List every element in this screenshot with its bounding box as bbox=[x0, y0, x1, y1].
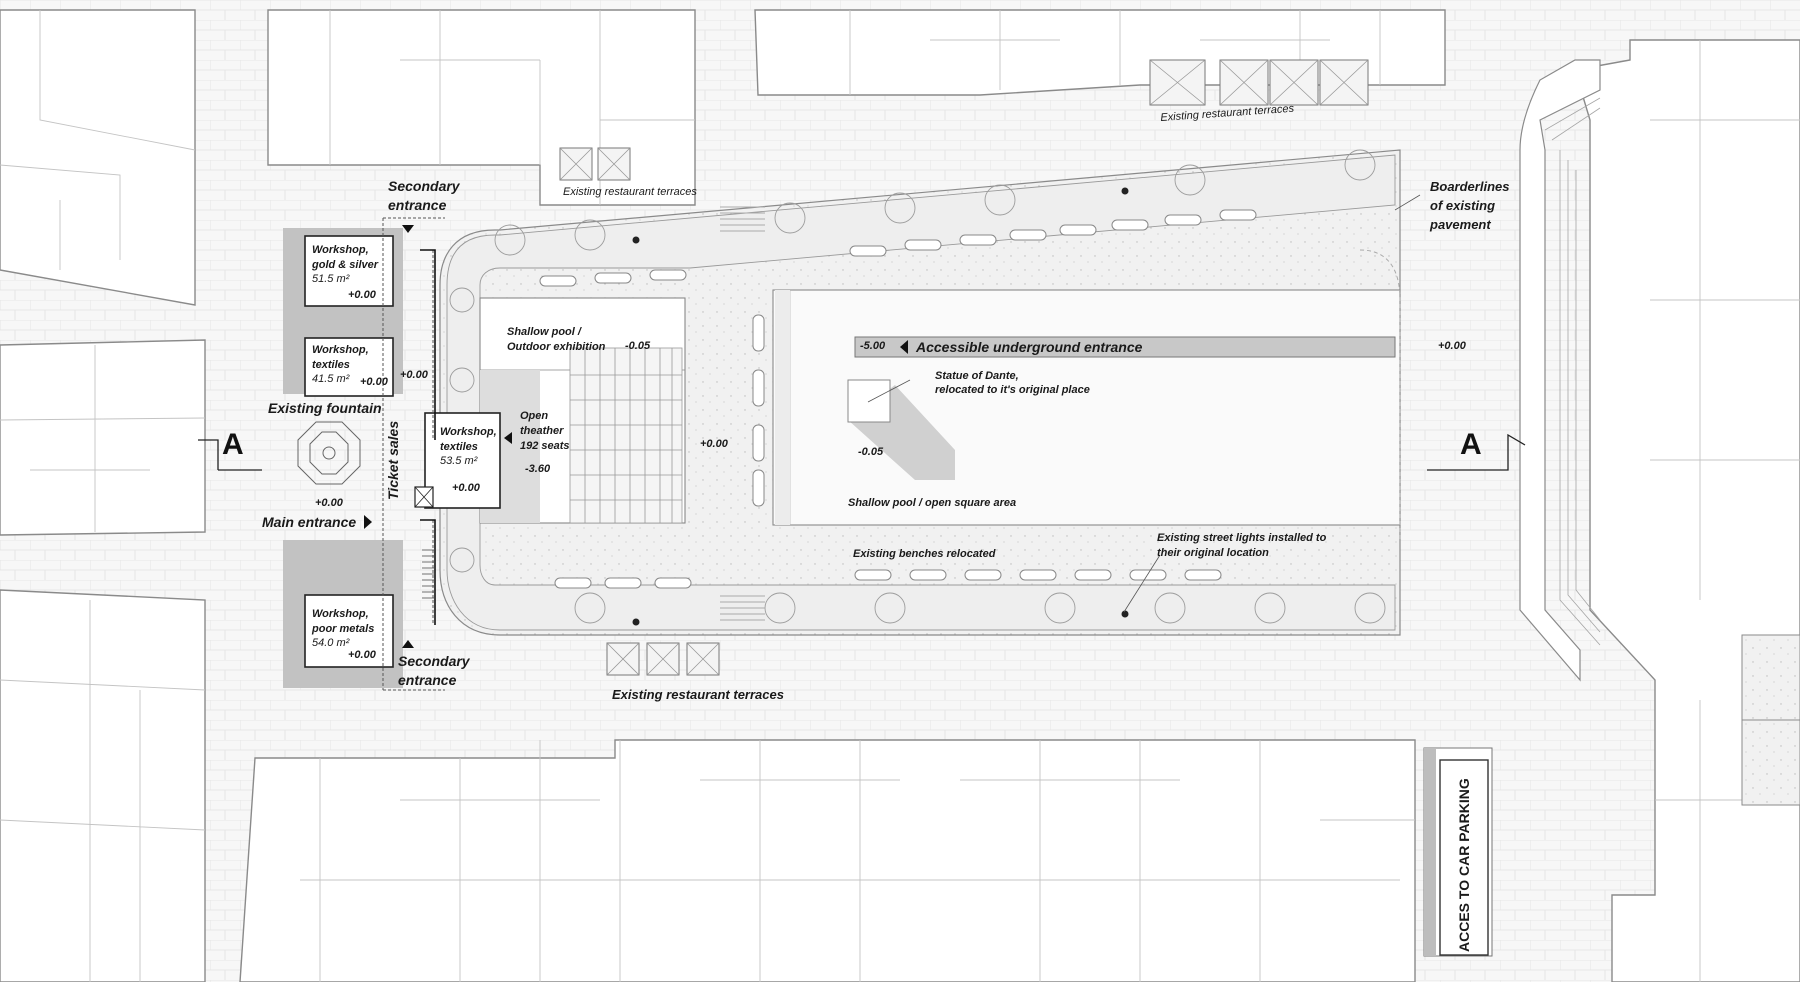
underground-entrance-label: Accessible underground entrance bbox=[916, 339, 1143, 355]
corridor-level: +0.00 bbox=[400, 369, 428, 381]
workshop-2-area: 41.5 m² bbox=[312, 373, 350, 385]
benches-label: Existing benches relocated bbox=[853, 548, 996, 560]
theater-level: -3.60 bbox=[525, 463, 551, 475]
terraces-top-left-label: Existing restaurant terraces bbox=[563, 186, 697, 198]
workshop-2-use: textiles bbox=[312, 359, 350, 371]
borderlines-label-line2: of existing bbox=[1430, 198, 1496, 213]
workshop-3-use: textiles bbox=[440, 441, 478, 453]
borderlines-label: Boarderlines bbox=[1430, 179, 1510, 194]
section-marker-left: A bbox=[222, 428, 244, 461]
arrows bbox=[364, 225, 1472, 758]
fountain bbox=[297, 421, 361, 485]
statue-label-line2: relocated to it's original place bbox=[935, 384, 1090, 396]
workshop-3-level: +0.00 bbox=[452, 482, 480, 494]
theater-label: Open bbox=[520, 410, 549, 422]
terraces-bottom-label: Existing restaurant terraces bbox=[612, 687, 784, 702]
workshop-1-use: gold & silver bbox=[312, 259, 379, 271]
workshop-3-area: 53.5 m² bbox=[440, 455, 478, 467]
left-street-level: +0.00 bbox=[315, 497, 343, 509]
central-level: +0.00 bbox=[700, 438, 728, 450]
workshop-4-level: +0.00 bbox=[348, 649, 376, 661]
statue-label: Statue of Dante, bbox=[935, 370, 1019, 382]
theater-label-line3: 192 seats bbox=[520, 440, 570, 452]
statue-pool-level: -0.05 bbox=[858, 446, 884, 458]
street-lights-label: Existing street lights installed to bbox=[1157, 532, 1327, 544]
workshop-4-area: 54.0 m² bbox=[312, 637, 350, 649]
secondary-entrance-bottom: Secondary bbox=[398, 653, 470, 669]
pool-exhibit-label: Shallow pool / bbox=[507, 326, 581, 338]
terrace-crosses bbox=[559, 59, 1369, 676]
workshop-1-area: 51.5 m² bbox=[312, 273, 350, 285]
stairs bbox=[422, 549, 436, 599]
right-street-level: +0.00 bbox=[1438, 340, 1466, 352]
shallow-pool-open-label: Shallow pool / open square area bbox=[848, 497, 1017, 509]
section-marker-right: A bbox=[1460, 428, 1482, 461]
theater-seats bbox=[569, 347, 683, 524]
pool-exhibit-label-line2: Outdoor exhibition bbox=[507, 341, 606, 353]
workshop-2-title: Workshop, bbox=[312, 344, 369, 356]
ticket-sales-label: Ticket sales bbox=[385, 420, 401, 500]
pool-exhibit-level: -0.05 bbox=[625, 340, 651, 352]
secondary-entrance-top: Secondary bbox=[388, 178, 460, 194]
workshop-3-title: Workshop, bbox=[440, 426, 497, 438]
leader-lines bbox=[1123, 194, 1421, 613]
street-lights-label-line2: their original location bbox=[1157, 547, 1269, 559]
street-lights bbox=[632, 187, 1129, 626]
crossings bbox=[720, 206, 765, 621]
secondary-entrance-bottom-line2: entrance bbox=[398, 672, 457, 688]
car-parking-label: ACCES TO CAR PARKING bbox=[1456, 778, 1472, 952]
existing-fountain-label: Existing fountain bbox=[268, 400, 382, 416]
building-roof-lines bbox=[0, 10, 1800, 982]
main-entrance-label: Main entrance bbox=[262, 514, 357, 530]
workshop-4-title: Workshop, bbox=[312, 608, 369, 620]
secondary-entrance-top-line2: entrance bbox=[388, 197, 447, 213]
workshop-4-use: poor metals bbox=[312, 623, 375, 635]
borderlines-label-line3: pavement bbox=[1430, 217, 1491, 232]
workshop-2-level: +0.00 bbox=[360, 376, 388, 388]
planting bbox=[449, 149, 1386, 624]
workshop-1-title: Workshop, bbox=[312, 244, 369, 256]
underground-level: -5.00 bbox=[860, 340, 886, 352]
benches bbox=[539, 209, 1257, 589]
theater-label-line2: theather bbox=[520, 425, 564, 437]
workshop-1-level: +0.00 bbox=[348, 289, 376, 301]
